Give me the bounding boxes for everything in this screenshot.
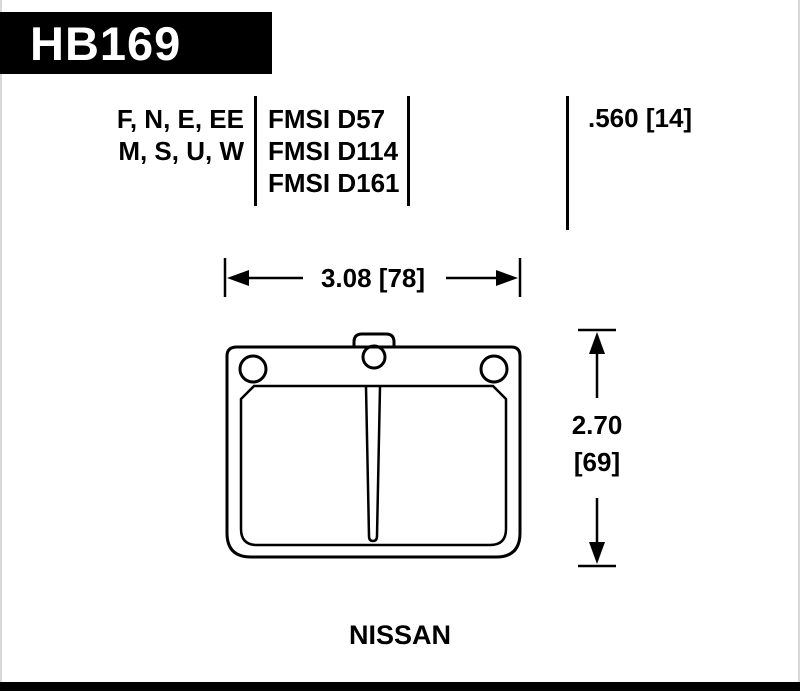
width-arrowhead-right-icon <box>496 270 518 286</box>
compound-codes-line2: M, S, U, W <box>118 136 244 166</box>
height-arrowhead-top-icon <box>589 332 605 354</box>
vehicle-name: NISSAN <box>348 620 451 650</box>
width-arrowhead-left-icon <box>227 270 249 286</box>
center-slot <box>364 386 382 543</box>
left-ear-hole <box>238 354 268 384</box>
height-dimension <box>578 328 616 568</box>
fmsi-number-1: FMSI D57 <box>268 104 386 134</box>
compound-codes-line1: F, N, E, EE <box>116 104 244 134</box>
part-number-banner: HB169 <box>0 12 272 74</box>
spec-divider-2 <box>407 96 410 206</box>
fmsi-number-3: FMSI D161 <box>268 168 400 198</box>
mounting-tab-outline <box>352 332 396 348</box>
pad-thickness-value: .560 [14] <box>588 103 693 133</box>
compound-codes: F, N, E, EE M, S, U, W <box>40 103 244 167</box>
spec-divider-1 <box>254 96 257 206</box>
right-ear-hole <box>479 354 509 384</box>
bottom-bar <box>0 682 800 691</box>
width-dimension-label: 3.08 [78] <box>321 263 425 293</box>
part-number: HB169 <box>30 16 182 70</box>
brake-pad-shape <box>225 332 522 559</box>
backing-plate-outline <box>225 345 522 559</box>
width-dimension <box>223 258 522 297</box>
height-dimension-label-line2: [69] <box>574 447 620 477</box>
left-edge-strip <box>0 0 2 691</box>
friction-surface-outline <box>239 384 508 547</box>
height-arrowhead-bottom-icon <box>589 542 605 564</box>
spec-divider-3 <box>566 96 569 230</box>
right-edge-strip <box>798 0 800 691</box>
height-dimension-label-line1: 2.70 <box>572 410 623 440</box>
fmsi-numbers: FMSI D57 FMSI D114 FMSI D161 <box>268 103 400 199</box>
fmsi-number-2: FMSI D114 <box>268 136 399 166</box>
tab-hole <box>361 344 387 370</box>
